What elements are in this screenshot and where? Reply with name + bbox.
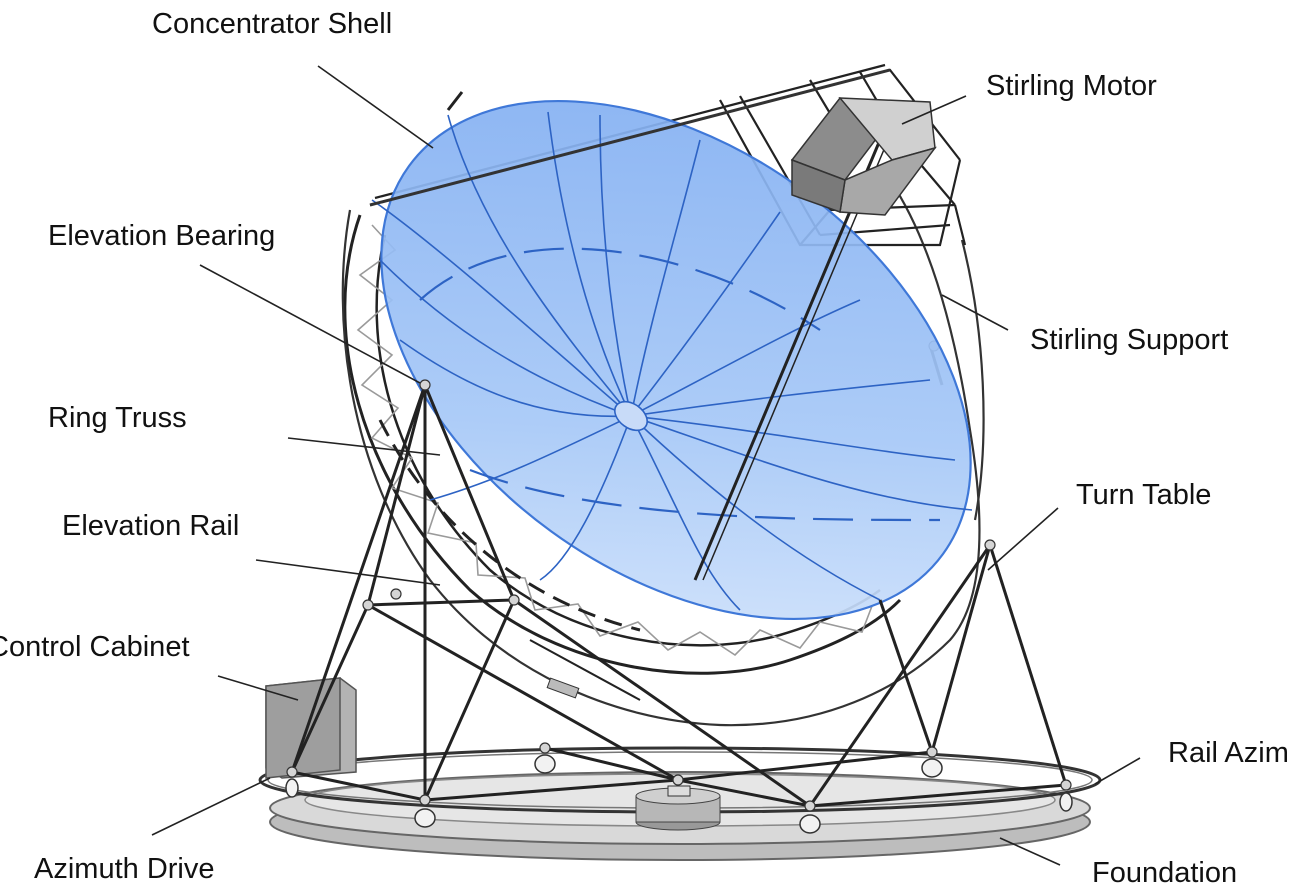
leader-azimuth-drive bbox=[151, 777, 271, 836]
leader-foundation bbox=[999, 837, 1061, 866]
leader-ring-truss bbox=[287, 437, 441, 456]
label-rail-azim: Rail Azim bbox=[1168, 737, 1289, 769]
label-turn-table: Turn Table bbox=[1076, 479, 1212, 511]
dish-segment-arcs bbox=[419, 247, 941, 522]
dish-ribs bbox=[371, 111, 973, 611]
leader-turn-table bbox=[987, 507, 1059, 571]
label-elevation-rail: Elevation Rail bbox=[62, 510, 240, 542]
leader-control-cabinet bbox=[217, 675, 299, 701]
leader-rail-azim bbox=[1094, 757, 1141, 785]
ring-truss bbox=[343, 214, 902, 675]
label-control-cabinet: Control Cabinet bbox=[0, 631, 190, 663]
leader-stirling-motor bbox=[901, 95, 967, 125]
leader-elevation-bearing bbox=[199, 264, 421, 384]
leader-lines bbox=[151, 65, 1141, 866]
label-ring-truss: Ring Truss bbox=[48, 402, 187, 434]
label-concentrator-shell: Concentrator Shell bbox=[152, 8, 393, 40]
stirling-motor-box bbox=[790, 97, 937, 216]
leader-concentrator-shell bbox=[317, 65, 434, 149]
leader-stirling-support bbox=[941, 294, 1009, 331]
label-foundation: Foundation bbox=[1092, 857, 1238, 889]
label-azimuth-drive: Azimuth Drive bbox=[34, 853, 215, 885]
rail-wheels bbox=[285, 754, 1073, 834]
elevation-drive bbox=[546, 677, 580, 699]
label-stirling-motor: Stirling Motor bbox=[986, 70, 1157, 102]
frame-joints bbox=[286, 379, 1072, 812]
leader-elevation-rail bbox=[255, 559, 441, 586]
label-elevation-bearing: Elevation Bearing bbox=[48, 220, 276, 252]
turn-table-hub bbox=[635, 785, 721, 831]
label-stirling-support: Stirling Support bbox=[1030, 324, 1229, 356]
concentrator-dish bbox=[369, 68, 973, 621]
